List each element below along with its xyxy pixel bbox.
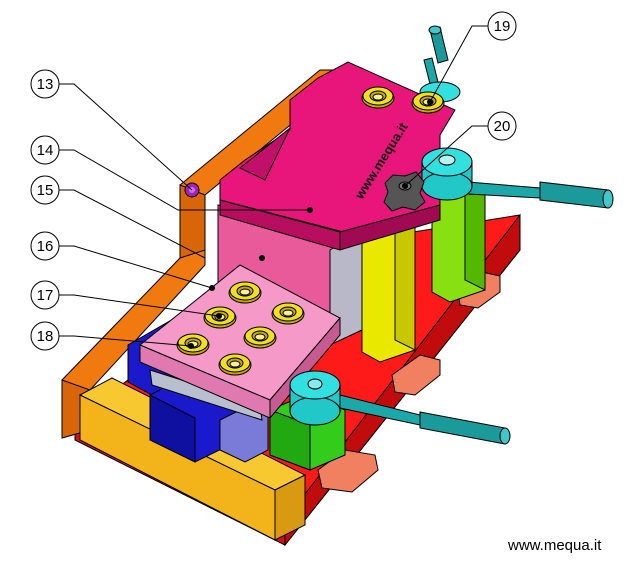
callout-20: 20 [487,111,517,141]
callout-label: 19 [494,18,511,35]
callout-15: 15 [30,175,60,205]
callout-label: 15 [37,182,54,199]
bushing-icon [271,302,305,325]
leader-lines [59,25,488,347]
callout-18: 18 [30,321,60,351]
cyan-clamp-front [289,370,341,426]
callout-label: 20 [494,118,511,135]
callout-17: 17 [30,280,60,310]
yellow-upright-block [361,211,416,363]
bushing-icon [243,326,277,349]
magenta-top-plate: www.mequa.it [219,61,456,251]
bushing-icon [361,86,395,109]
bushing-icon [218,353,252,376]
leader-dots [188,99,433,349]
watermark: www.mequa.it [508,537,602,554]
handle-front [339,394,511,445]
cyan-clamp-right [421,147,473,201]
callout-label: 13 [37,76,54,93]
handle-right [467,181,614,209]
callout-label: 18 [37,328,54,345]
callout-16: 16 [30,231,60,261]
callout-13: 13 [30,69,60,99]
callout-14: 14 [30,135,60,165]
bushing-icon [228,281,262,304]
callout-label: 16 [37,238,54,255]
callout-19: 19 [487,11,517,41]
knob-icon [383,171,426,212]
callout-label: 17 [37,287,54,304]
green-block-rear [431,181,486,303]
callout-label: 14 [37,142,54,159]
light-pink-plate [139,264,341,420]
